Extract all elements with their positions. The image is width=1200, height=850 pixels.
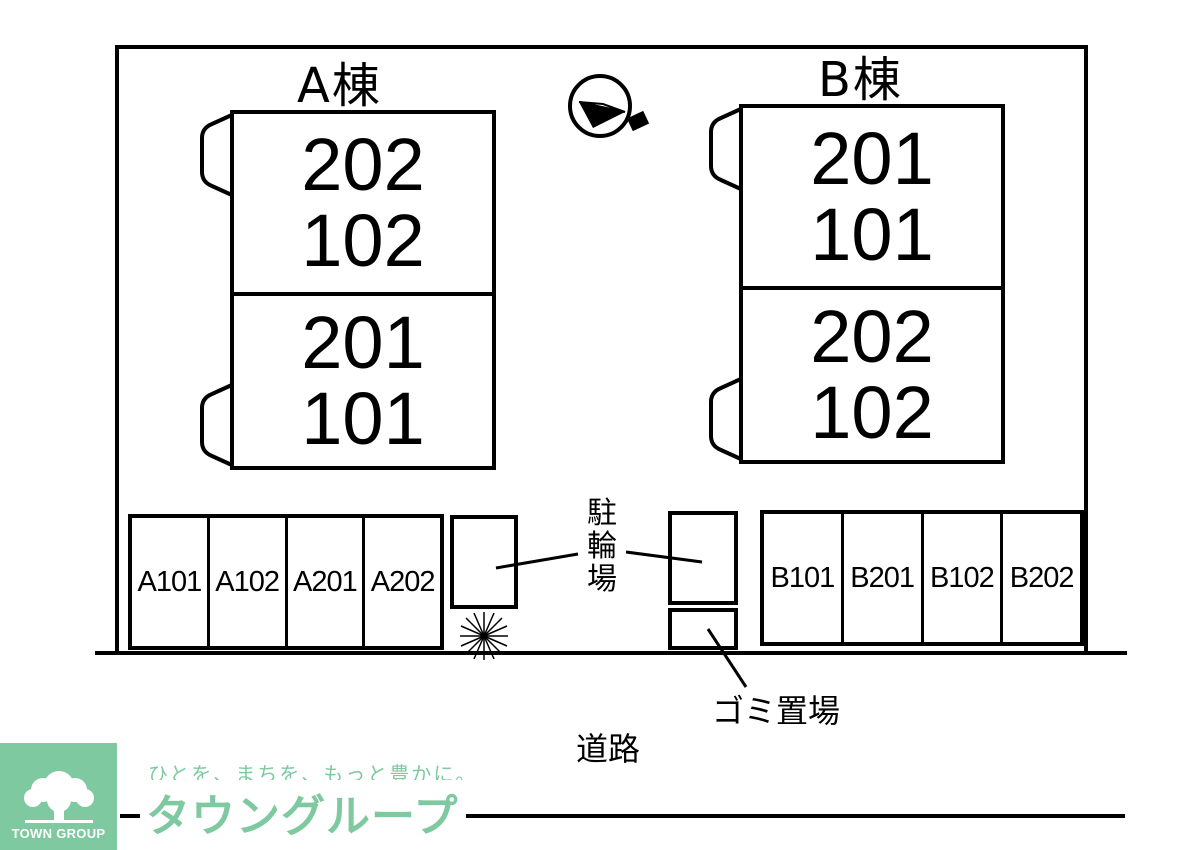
building-b-balcony-bottom xyxy=(709,376,744,462)
building-a-balcony-bottom xyxy=(200,382,235,468)
logo-text: TOWN GROUP xyxy=(11,826,106,841)
garbage-label: ゴミ置場 xyxy=(712,692,841,730)
parking-area-a: A101 A102 A201 A202 xyxy=(128,514,444,650)
building-a-label: A棟 xyxy=(297,58,382,114)
parking-slot: B201 xyxy=(844,514,924,642)
building-b-label: B棟 xyxy=(818,52,903,108)
building-b-lower-units: 202 102 xyxy=(739,286,1005,464)
unit-number: 202 xyxy=(301,122,425,206)
parking-slot: B101 xyxy=(764,514,844,642)
unit-number: 102 xyxy=(301,199,425,282)
company-logo: TOWN GROUP xyxy=(0,743,117,850)
parking-slot: A102 xyxy=(210,518,288,646)
parking-area-b: B101 B201 B102 B202 xyxy=(760,510,1084,646)
parking-slot: A101 xyxy=(132,518,210,646)
label-char: 駐 xyxy=(587,496,617,531)
garbage-leader-line xyxy=(706,628,748,688)
compass-icon xyxy=(568,74,650,138)
parking-slot: B202 xyxy=(1009,561,1075,594)
road-edge-line xyxy=(95,651,1127,655)
tree-icon xyxy=(23,771,94,823)
bicycle-parking-leader-lines xyxy=(495,550,703,570)
bicycle-parking-label: 駐 輪 場 xyxy=(582,497,622,596)
building-b-upper-units: 201 101 xyxy=(739,104,1005,290)
garbage-area xyxy=(668,608,738,650)
parking-slot: B102 xyxy=(924,514,1004,642)
building-a-balcony-top xyxy=(200,112,235,198)
unit-number: 102 xyxy=(810,371,934,454)
label-char: 場 xyxy=(587,562,617,597)
shrub-icon xyxy=(460,612,508,660)
site-boundary xyxy=(115,45,1088,652)
parking-slot: A201 xyxy=(288,518,366,646)
building-b-balcony-top xyxy=(709,106,744,192)
parking-slot: A202 xyxy=(370,565,436,598)
footer-divider xyxy=(120,814,1125,818)
building-a-upper-units: 202 102 xyxy=(230,110,496,296)
building-a-lower-units: 201 101 xyxy=(230,292,496,470)
road-label: 道路 xyxy=(576,730,641,768)
unit-number: 101 xyxy=(810,193,934,276)
bicycle-parking-left xyxy=(450,515,518,609)
brand-name: タウングループ xyxy=(140,780,467,844)
unit-number: 201 xyxy=(301,300,425,384)
unit-number: 202 xyxy=(810,294,934,378)
unit-number: 201 xyxy=(810,116,934,200)
label-char: 輪 xyxy=(587,529,617,564)
unit-number: 101 xyxy=(301,377,425,460)
